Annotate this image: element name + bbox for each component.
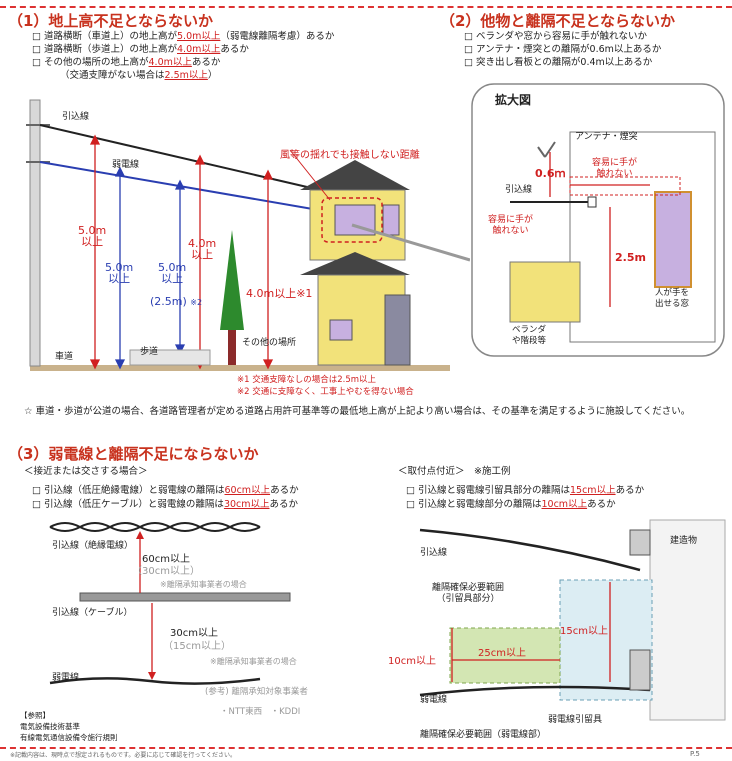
veranda [509,261,581,323]
ground [30,365,450,371]
d3-law-1: 電気設備技術基準 [20,722,80,731]
label-sidewalk: 歩道 [140,347,159,357]
height-road: 5.0m 以上 [78,224,107,248]
page-number: P.5 [690,750,700,758]
d4-d10: 10cm以上 [388,656,436,667]
zoom-window-label: 人が手を 出せる窓 [655,288,690,309]
d4-building: 建造物 [670,536,698,546]
zoom-d06: 0.6ｍ [535,167,566,180]
zoom-touch2: 容易に手が 触れない [488,215,534,236]
height-diagram [26,99,470,371]
height-sidewalk2: 4.0m 以上 [188,237,217,261]
d3-companies: ・NTT東西 ・KDDI [220,707,301,717]
d4-range1: 離隔確保必要範囲 （引留具部分） [432,583,505,604]
sec1-item-1: □ 道路横断（車道上）の地上高が5.0m以上（弱電線離隔考慮）あるか [32,31,335,42]
tree [220,230,244,330]
sec1-item-2: □ 道路横断（歩道上）の地上高が4.0m以上あるか [32,44,249,55]
label-wind: 風等の揺れでも接触しない距離 [280,150,420,161]
sec3-right-sub: ＜取付点付近＞ ※施工例 [398,466,511,477]
sidewalk [129,349,211,366]
utility-pole [29,99,41,367]
d4-d15: 15cm以上 [560,626,608,637]
zoom-veranda-label: ベランダ や階段等 [512,325,547,346]
weak-wire [49,677,261,685]
star-note: ☆ 車道・歩道が公道の場合、各道路管理者が定める道路占用許可基準等の最低地上高が… [24,406,691,417]
height-other: 4.0m以上※1 [246,287,313,300]
d3-law-head: 【参照】 [20,711,50,720]
height-sidewalk: 5.0m 以上 [158,261,187,285]
building [649,519,726,721]
bottom-dashed-border [0,747,732,749]
zoom-d25: 2.5m [615,251,646,264]
sec3-right-item-2: □ 引込線と弱電線部分の離隔は10cm以上あるか [406,499,616,510]
zoom-antenna: アンテナ・煙突 [575,132,638,142]
d3-jakuden: 弱電線 [52,673,80,683]
range-jakuden [449,627,561,684]
weak-wire-diagram [49,522,291,685]
sec2-item-2: □ アンテナ・煙突との離隔が0.6m以上あるか [464,44,662,55]
d4-hikitome: 弱電線引留具 [548,715,603,725]
zoom-touch1: 容易に手が 触れない [592,158,638,179]
weak-current-wire [39,161,331,213]
d3-note2: ※離隔承知事業者の場合 [210,657,297,666]
d3-60: 60cm以上 [142,554,190,565]
height-jakuden-alt: (2.5m) ※2 [150,295,203,308]
d4-range2: 離隔確保必要範囲（弱電線部） [420,730,547,740]
sec1-subitem: （交通支障がない場合は2.5m以上） [60,70,218,81]
d3-note1: ※離隔承知事業者の場合 [160,580,247,589]
insulated-wire [49,522,261,532]
d3-zetsuen: 引込線（絶縁電線） [52,541,134,551]
d3-30alt: （30cm以上） [132,566,200,577]
d3-law-2: 有線電気通信設備令施行規則 [20,733,118,742]
d3-cable: 引込線（ケーブル） [52,608,133,618]
d4-d25: 25cm以上 [478,648,526,659]
top-dashed-border [0,6,732,8]
zoom-diagram [471,83,725,357]
d3-ref: (参考) 離隔承知対象事業者 [205,687,308,697]
cable [79,592,291,602]
label-road: 車道 [55,352,74,362]
section1-heading: （1）地上高不足とならないか [8,12,213,30]
note-1: ※1 交通支障なしの場合は2.5m以上 [237,375,377,385]
label-jakuden: 弱電線 [112,160,140,170]
zoom-title: 拡大図 [495,93,532,107]
footer-note: ※記載内容は、現時点で想定されるものです。必要に応じて確認を行ってください。 [10,752,236,759]
label-hikikomi: 引込線 [62,112,90,122]
sec1-item-3: □ その他の場所の地上高が4.0m以上あるか [32,57,221,68]
height-jakuden: 5.0m 以上 [105,261,134,285]
d3-30: 30cm以上 [170,628,218,639]
section2-heading: （2）他物と離隔不足とならないか [440,12,675,30]
service-drop-wire [39,124,321,191]
d4-hikikomi: 引込線 [420,548,448,558]
window [654,191,692,288]
sec3-left-item-1: □ 引込線（低圧絶縁電線）と弱電線の離隔は60cm以上あるか [32,485,299,496]
sec2-item-3: □ 突き出し看板との離隔が0.4m以上あるか [464,57,653,68]
section3-heading: （3）弱電線と離隔不足にならないか [8,445,259,463]
sec3-right-item-1: □ 引込線と弱電線引留具部分の離隔は15cm以上あるか [406,485,645,496]
d3-15alt: （15cm以上） [163,641,231,652]
label-other: その他の場所 [242,338,297,348]
d4-jakuden: 弱電線 [420,695,448,705]
zoom-hikikomi: 引込線 [505,185,533,195]
attachment-diagram [419,519,726,721]
note-2: ※2 交通に支障なく、工事上やむを得ない場合 [237,387,414,397]
sec2-item-1: □ ベランダや窓から容易に手が触れないか [464,31,647,42]
sec3-left-sub: ＜接近または交さする場合＞ [24,466,148,477]
house-roof [300,160,410,190]
sec3-left-item-2: □ 引込線（低圧ケーブル）と弱電線の離隔は30cm以上あるか [32,499,299,510]
